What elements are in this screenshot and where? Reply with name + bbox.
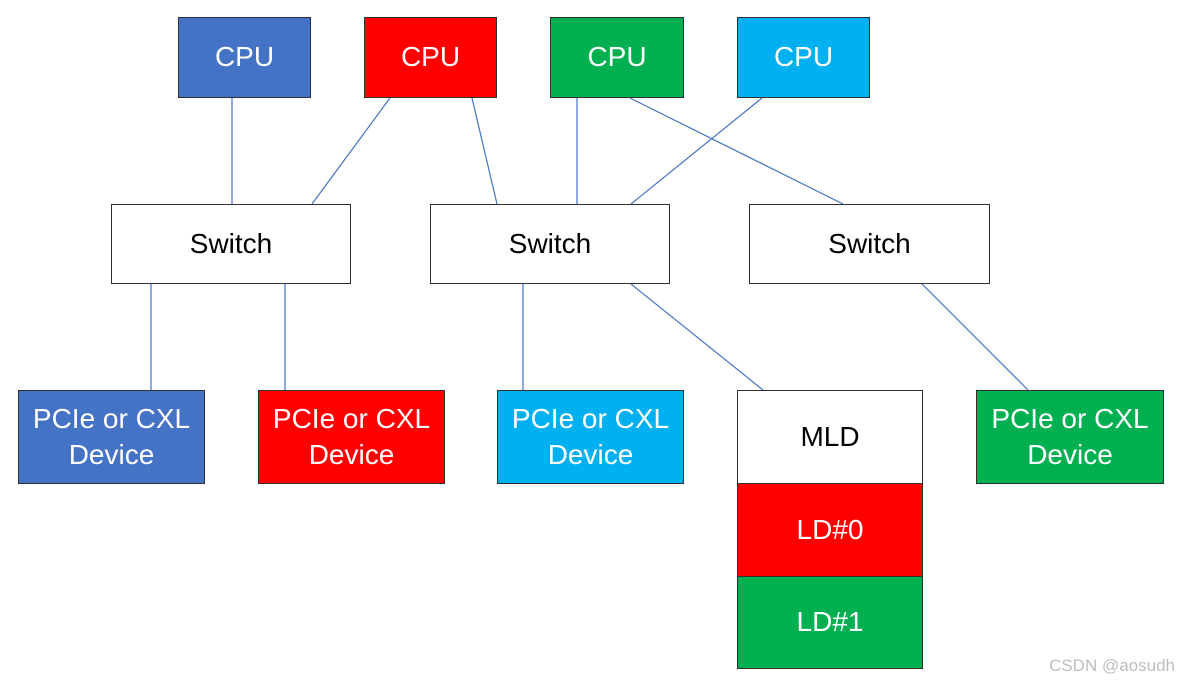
device-box-blue: PCIe or CXL Device xyxy=(18,390,205,484)
link-cpu3-switch3 xyxy=(629,97,844,205)
watermark: CSDN @aosudh xyxy=(1049,656,1175,675)
device-label-line2: Device xyxy=(308,439,395,470)
cpu-box-blue: CPU xyxy=(178,17,311,98)
device-label-line1: PCIe or CXL xyxy=(511,402,670,434)
switch-label: Switch xyxy=(189,227,273,259)
device-label-line1: PCIe or CXL xyxy=(272,402,431,434)
cpu-box-cyan: CPU xyxy=(737,17,870,98)
ld0-label: LD#0 xyxy=(796,513,864,545)
ld1-label: LD#1 xyxy=(796,606,864,638)
mld-box: MLD xyxy=(737,390,923,484)
switch-box-2: Switch xyxy=(430,204,670,284)
device-box-red: PCIe or CXL Device xyxy=(258,390,445,484)
ld1-box: LD#1 xyxy=(737,576,923,669)
switch-label: Switch xyxy=(508,227,592,259)
cpu-label: CPU xyxy=(400,41,461,73)
mld-label: MLD xyxy=(800,420,860,452)
switch-label: Switch xyxy=(828,227,911,259)
cpu-label: CPU xyxy=(587,41,647,73)
link-cpu2-switch1 xyxy=(311,97,391,205)
device-label-line2: Device xyxy=(547,439,634,470)
cpu-box-red: CPU xyxy=(364,17,497,98)
link-cpu4-switch2 xyxy=(630,97,763,205)
link-switch2-mld xyxy=(630,283,764,391)
device-label-line2: Device xyxy=(1027,439,1113,470)
cpu-box-green: CPU xyxy=(550,17,684,98)
ld0-box: LD#0 xyxy=(737,483,923,577)
cpu-label: CPU xyxy=(773,41,834,73)
device-label-line2: Device xyxy=(68,439,155,470)
switch-box-3: Switch xyxy=(749,204,990,284)
link-cpu2-switch2 xyxy=(471,97,498,205)
link-switch3-device4 xyxy=(921,283,1029,391)
device-box-cyan: PCIe or CXL Device xyxy=(497,390,684,484)
device-label-line1: PCIe or CXL xyxy=(32,402,191,434)
device-box-green: PCIe or CXL Device xyxy=(976,390,1164,484)
device-label-line1: PCIe or CXL xyxy=(991,402,1149,434)
cpu-label: CPU xyxy=(214,41,275,73)
switch-box-1: Switch xyxy=(111,204,351,284)
